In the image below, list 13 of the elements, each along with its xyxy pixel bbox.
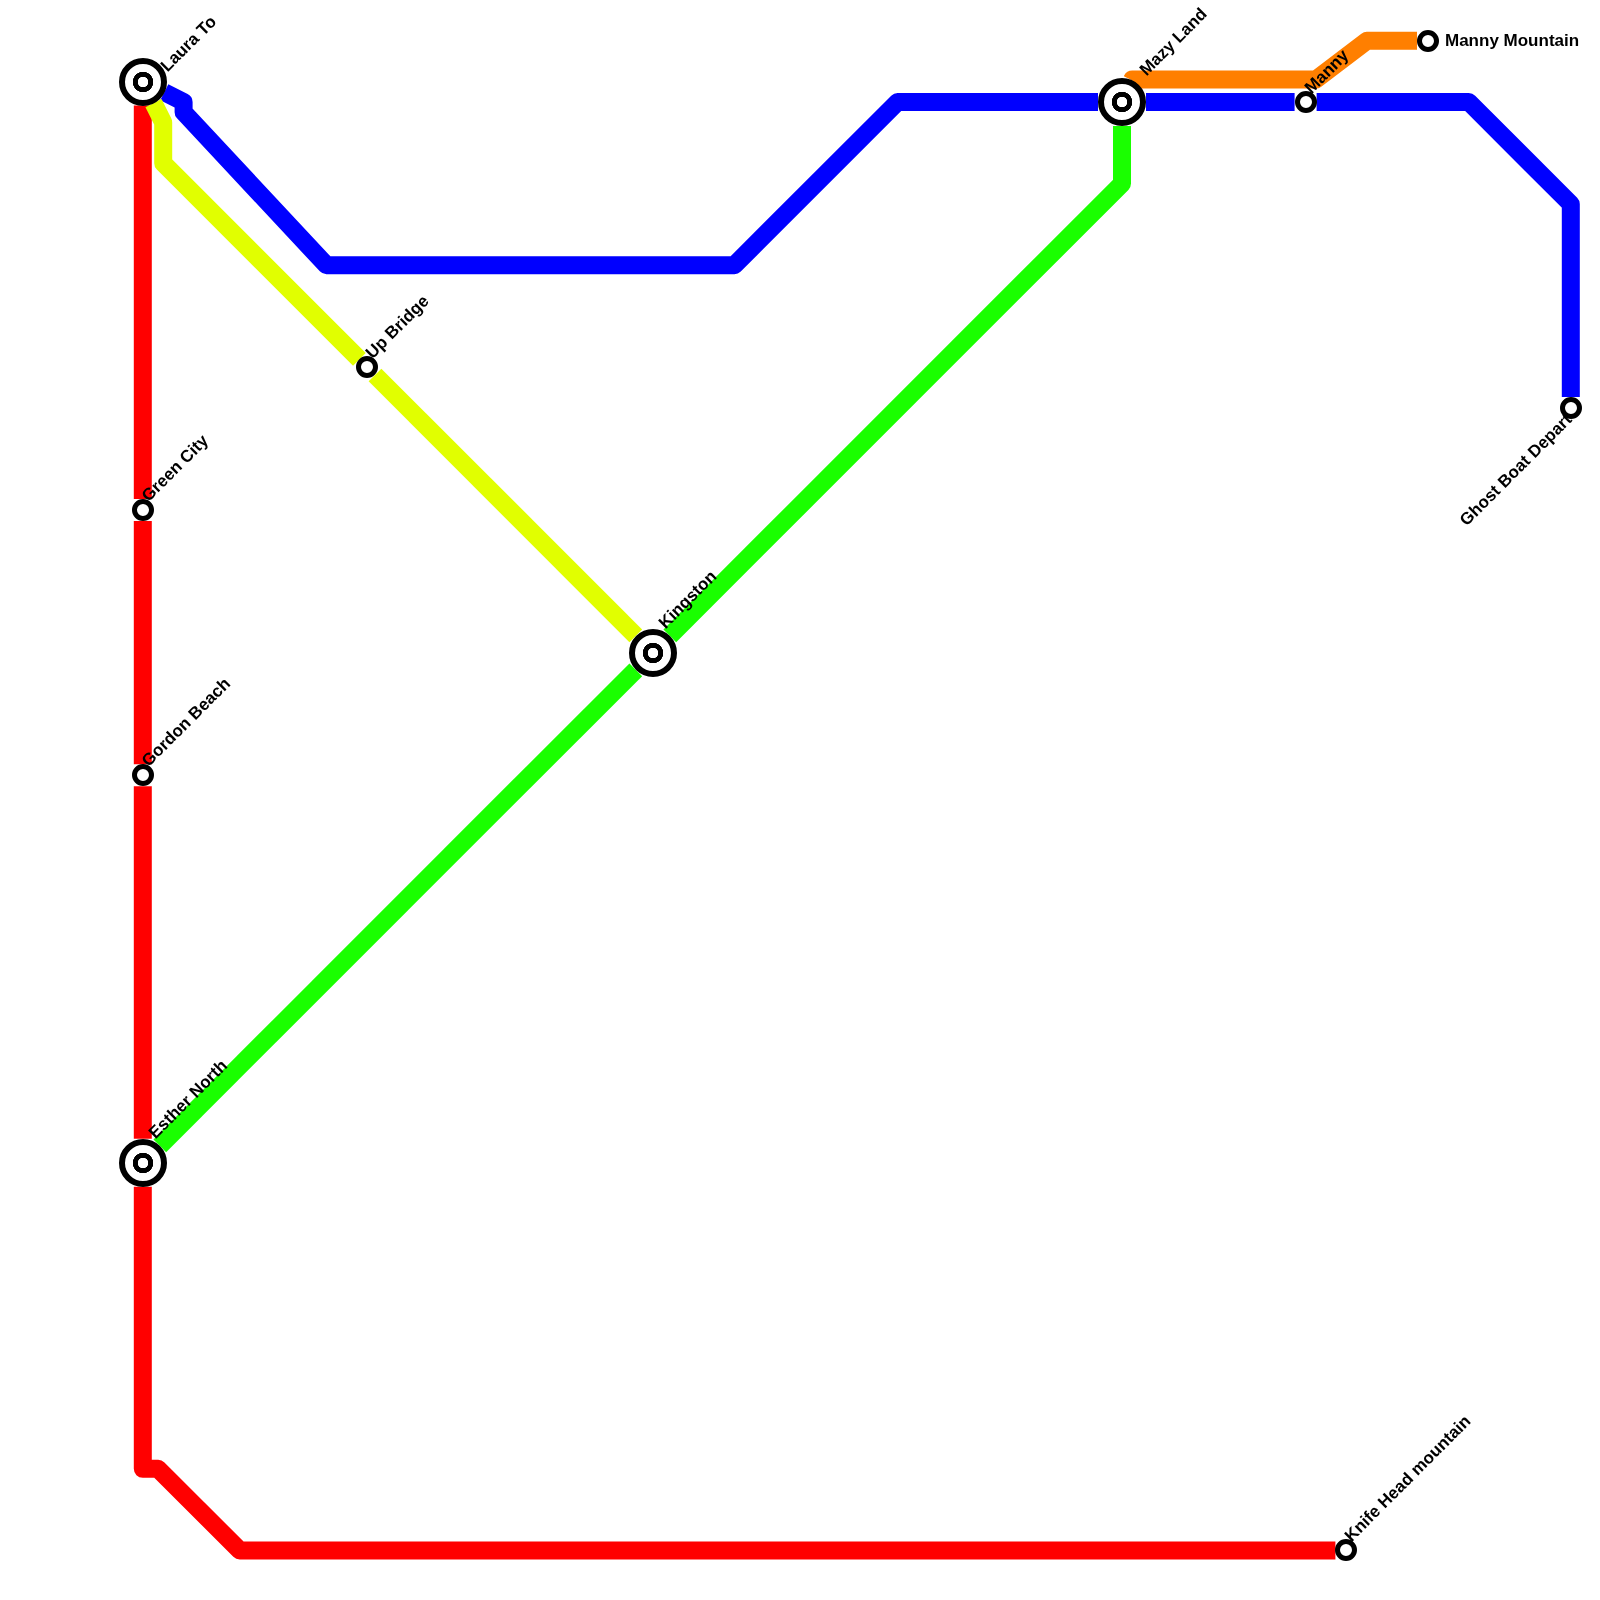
- transit-line: [160, 84, 1098, 275]
- transit-line: [153, 663, 643, 1153]
- station-name: Manny Mountain: [1445, 30, 1580, 51]
- transit-line: [145, 99, 366, 366]
- transit-line: [1146, 93, 1295, 111]
- transit-line: [1316, 93, 1580, 397]
- transit-line: [368, 368, 643, 643]
- transit-line: [133, 105, 152, 499]
- transit-line: [133, 1186, 1336, 1560]
- transit-line: [133, 786, 152, 1139]
- transit-line: [1123, 31, 1417, 89]
- transit-line: [663, 126, 1131, 643]
- transit-line: [133, 521, 152, 765]
